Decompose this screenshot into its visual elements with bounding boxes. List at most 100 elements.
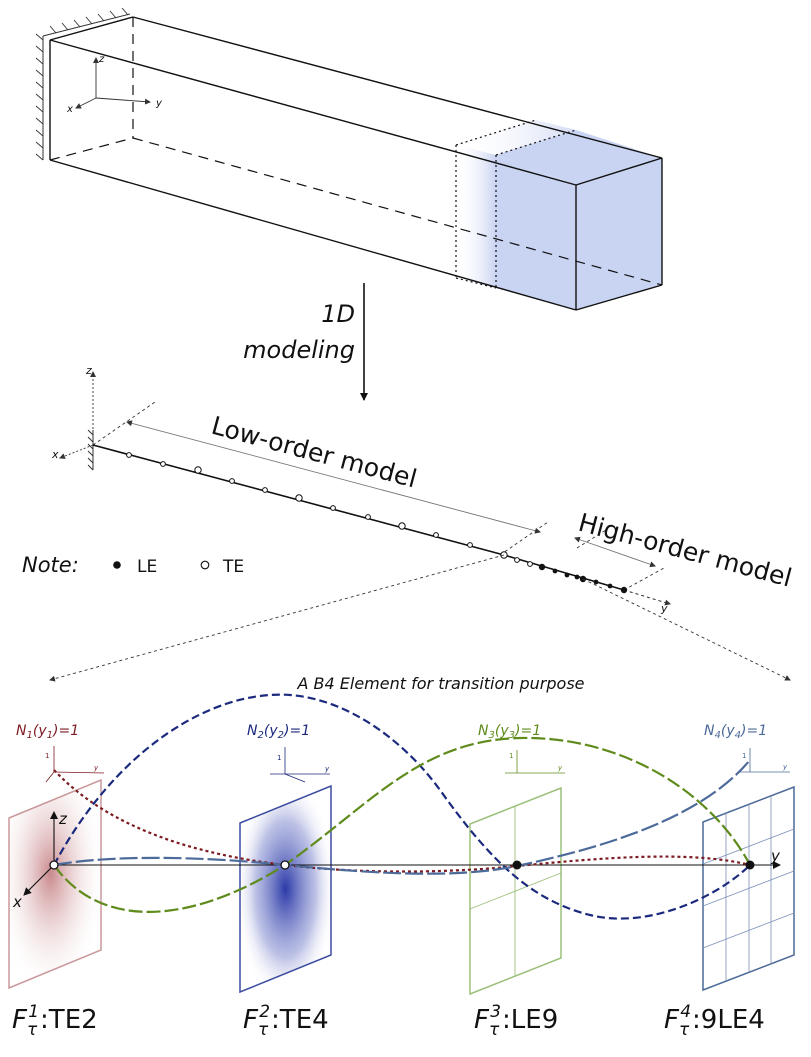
note-title: Note: [22,553,79,577]
te-node [527,561,533,567]
mini-axis-1 [45,746,105,783]
shape-function-label-4: N4(y4)=1 [704,723,767,741]
shape-function-label-2: N2(y2)=1 [247,723,310,741]
beam-hidden-edges [49,17,663,286]
mini-axis-labels: 1 y 1 y 1 y 1 y [45,752,788,773]
mini-axis-y-1: y [93,764,99,772]
beam-axis-z-label: z [98,54,105,65]
mini-axis-y-4: y [782,763,788,771]
beam-1d-line-high [503,554,625,591]
beam-solid-edges [49,16,663,311]
te-node [295,494,303,502]
le-legend-label: LE [137,557,157,577]
curve-n4 [53,759,751,875]
section-dotted-lines [455,119,577,289]
mini-axis-2 [270,747,330,783]
element-node-1-te [49,860,59,870]
b4-element: A B4 Element for transition purpose N1(y… [8,674,795,996]
modeling-label-line1: 1D [321,300,355,328]
beam-1d-y-axis [623,589,671,606]
zoom-guide-right [582,578,791,681]
element-node-3-le [512,860,522,870]
te-legend-label: TE [222,557,244,577]
te-node [514,557,520,563]
le-node [564,572,570,578]
te-node [126,452,132,458]
le-node [538,563,546,571]
beam-1d-wall [87,429,94,471]
legend-note: Note: LE TE [22,553,244,577]
caption-node-2: Fτ2:TE4 [243,1002,329,1040]
curve-n1 [53,769,751,873]
caption-text: :LE9 [502,1005,559,1035]
le-node [620,586,628,594]
element-x-label: x [12,893,22,911]
cross-section-1 [8,778,102,990]
shape-function-label-3: N3(y3)=1 [478,723,541,741]
caption-node-1: Fτ1:TE2 [12,1002,98,1040]
element-axes [23,811,781,896]
element-title: A B4 Element for transition purpose [297,674,585,693]
end-block-front [496,130,662,185]
highlight-band-front [456,145,496,288]
mini-axis-y-2: y [324,765,330,773]
mini-axis-3 [505,750,565,774]
beam-1d-axes [59,371,156,459]
element-z-label: z [58,810,68,828]
beam-1d-z-label: z [85,364,92,377]
te-node [365,514,371,520]
beam-3d: y z x [35,7,663,311]
te-node [467,542,473,548]
caption-sub: τ [488,1020,500,1040]
element-y-label: y [770,847,781,865]
cross-section-2 [239,784,332,994]
mini-axis-one-1: 1 [45,752,49,760]
te-node [262,487,268,493]
mini-axis-one-4: 1 [742,752,746,760]
mini-axis-one-3: 1 [509,752,513,760]
beam-1d-y-label: y [660,602,668,615]
beam-axis-y-label: y [155,98,163,109]
highlight-band-top [456,120,576,155]
te-node [330,505,336,511]
caption-sup: 1 [28,1002,40,1022]
zoom-guide-left [49,554,505,682]
curve-n3 [53,736,751,913]
te-node [160,461,166,467]
mini-axis-y-3: y [557,764,563,772]
curve-n2 [53,693,751,920]
le-node [574,574,580,580]
caption-F: F [243,1005,258,1035]
end-block-face [576,158,662,310]
te-node [433,532,439,538]
le-nodes [538,563,628,594]
caption-sub: τ [257,1020,269,1040]
caption-sup: 2 [259,1002,271,1022]
high-order-label: High-order model [575,508,794,593]
shape-function-label-1: N1(y1)=1 [16,723,79,741]
caption-text: :9LE4 [692,1005,765,1035]
beam-1d-x-label: x [51,448,59,461]
caption-node-4: Fτ4:9LE4 [664,1002,765,1040]
cross-section-3 [469,786,562,996]
caption-sup: 3 [490,1002,502,1022]
caption-sub: τ [678,1020,690,1040]
modeling-step: 1D modeling [243,283,368,401]
element-node-4-le [745,860,755,870]
end-block-side [496,155,576,310]
caption-text: :TE4 [271,1005,329,1035]
te-nodes [126,452,533,567]
te-legend-marker [200,560,210,570]
le-node [593,579,599,585]
caption-F: F [12,1005,27,1035]
mini-axis-4 [738,748,790,773]
le-node [607,583,613,589]
te-node [194,466,202,474]
te-node [229,478,235,484]
le-node [552,568,558,574]
clamped-wall-hatch [35,7,131,161]
caption-node-3: Fτ3:LE9 [474,1002,559,1040]
caption-text: :TE2 [40,1005,98,1035]
cross-section-4 [702,785,795,992]
beam-axis-x-label: x [66,104,73,115]
